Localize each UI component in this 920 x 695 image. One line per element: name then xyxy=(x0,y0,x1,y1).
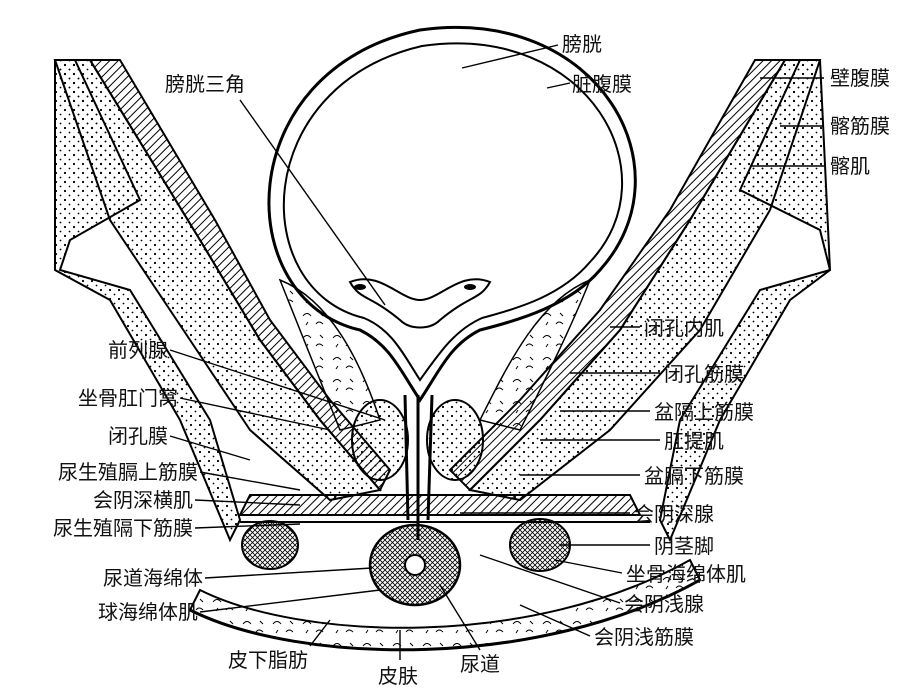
label-corpus-spongiosum: 尿道海绵体 xyxy=(103,566,203,590)
label-iliacus: 髂肌 xyxy=(830,154,870,178)
label-inferior-pelvic-diaphragm-fascia: 盆膈下筋膜 xyxy=(644,464,744,488)
label-obturator-membrane: 闭孔膜 xyxy=(108,424,168,448)
label-ischiocavernosus: 坐骨海绵体肌 xyxy=(626,562,746,586)
label-bladder-trigone: 膀胱三角 xyxy=(165,72,245,96)
label-crus-penis: 阴茎脚 xyxy=(654,534,714,558)
label-visceral-peritoneum: 脏腹膜 xyxy=(572,72,632,96)
label-iliac-fascia: 髂筋膜 xyxy=(830,114,890,138)
label-obturator-fascia: 闭孔筋膜 xyxy=(664,362,744,386)
label-superior-pelvic-diaphragm-fascia: 盆隔上筋膜 xyxy=(654,400,754,424)
label-superficial-perineal-gland: 会阴浅腺 xyxy=(624,592,704,616)
prostate-shape xyxy=(352,395,483,540)
label-superficial-perineal-fascia: 会阴浅筋膜 xyxy=(594,625,694,649)
label-inferior-urogenital-fascia: 尿生殖隔下筋膜 xyxy=(53,516,193,540)
label-superior-urogenital-fascia: 尿生殖膈上筋膜 xyxy=(58,460,198,484)
label-levator-ani: 肛提肌 xyxy=(664,429,724,453)
label-skin: 皮肤 xyxy=(378,664,418,688)
label-bulbospongiosus: 球海绵体肌 xyxy=(98,600,198,624)
label-parietal-peritoneum: 壁腹膜 xyxy=(830,66,890,90)
label-ischioanal-fossa: 坐骨肛门窝 xyxy=(78,386,178,410)
erectile-bodies xyxy=(242,519,570,605)
label-urethra: 尿道 xyxy=(460,652,500,676)
label-bladder: 膀胱 xyxy=(562,32,602,56)
label-deep-transverse-perineal: 会阴深横肌 xyxy=(93,488,193,512)
right-pelvic-wall xyxy=(450,60,830,540)
label-deep-perineal-gland: 会阴深腺 xyxy=(634,502,714,526)
urogenital-diaphragm xyxy=(240,495,650,522)
label-subcutaneous-fat: 皮下脂肪 xyxy=(228,648,308,672)
label-obturator-internus: 闭孔内肌 xyxy=(644,316,724,340)
label-prostate: 前列腺 xyxy=(108,338,168,362)
